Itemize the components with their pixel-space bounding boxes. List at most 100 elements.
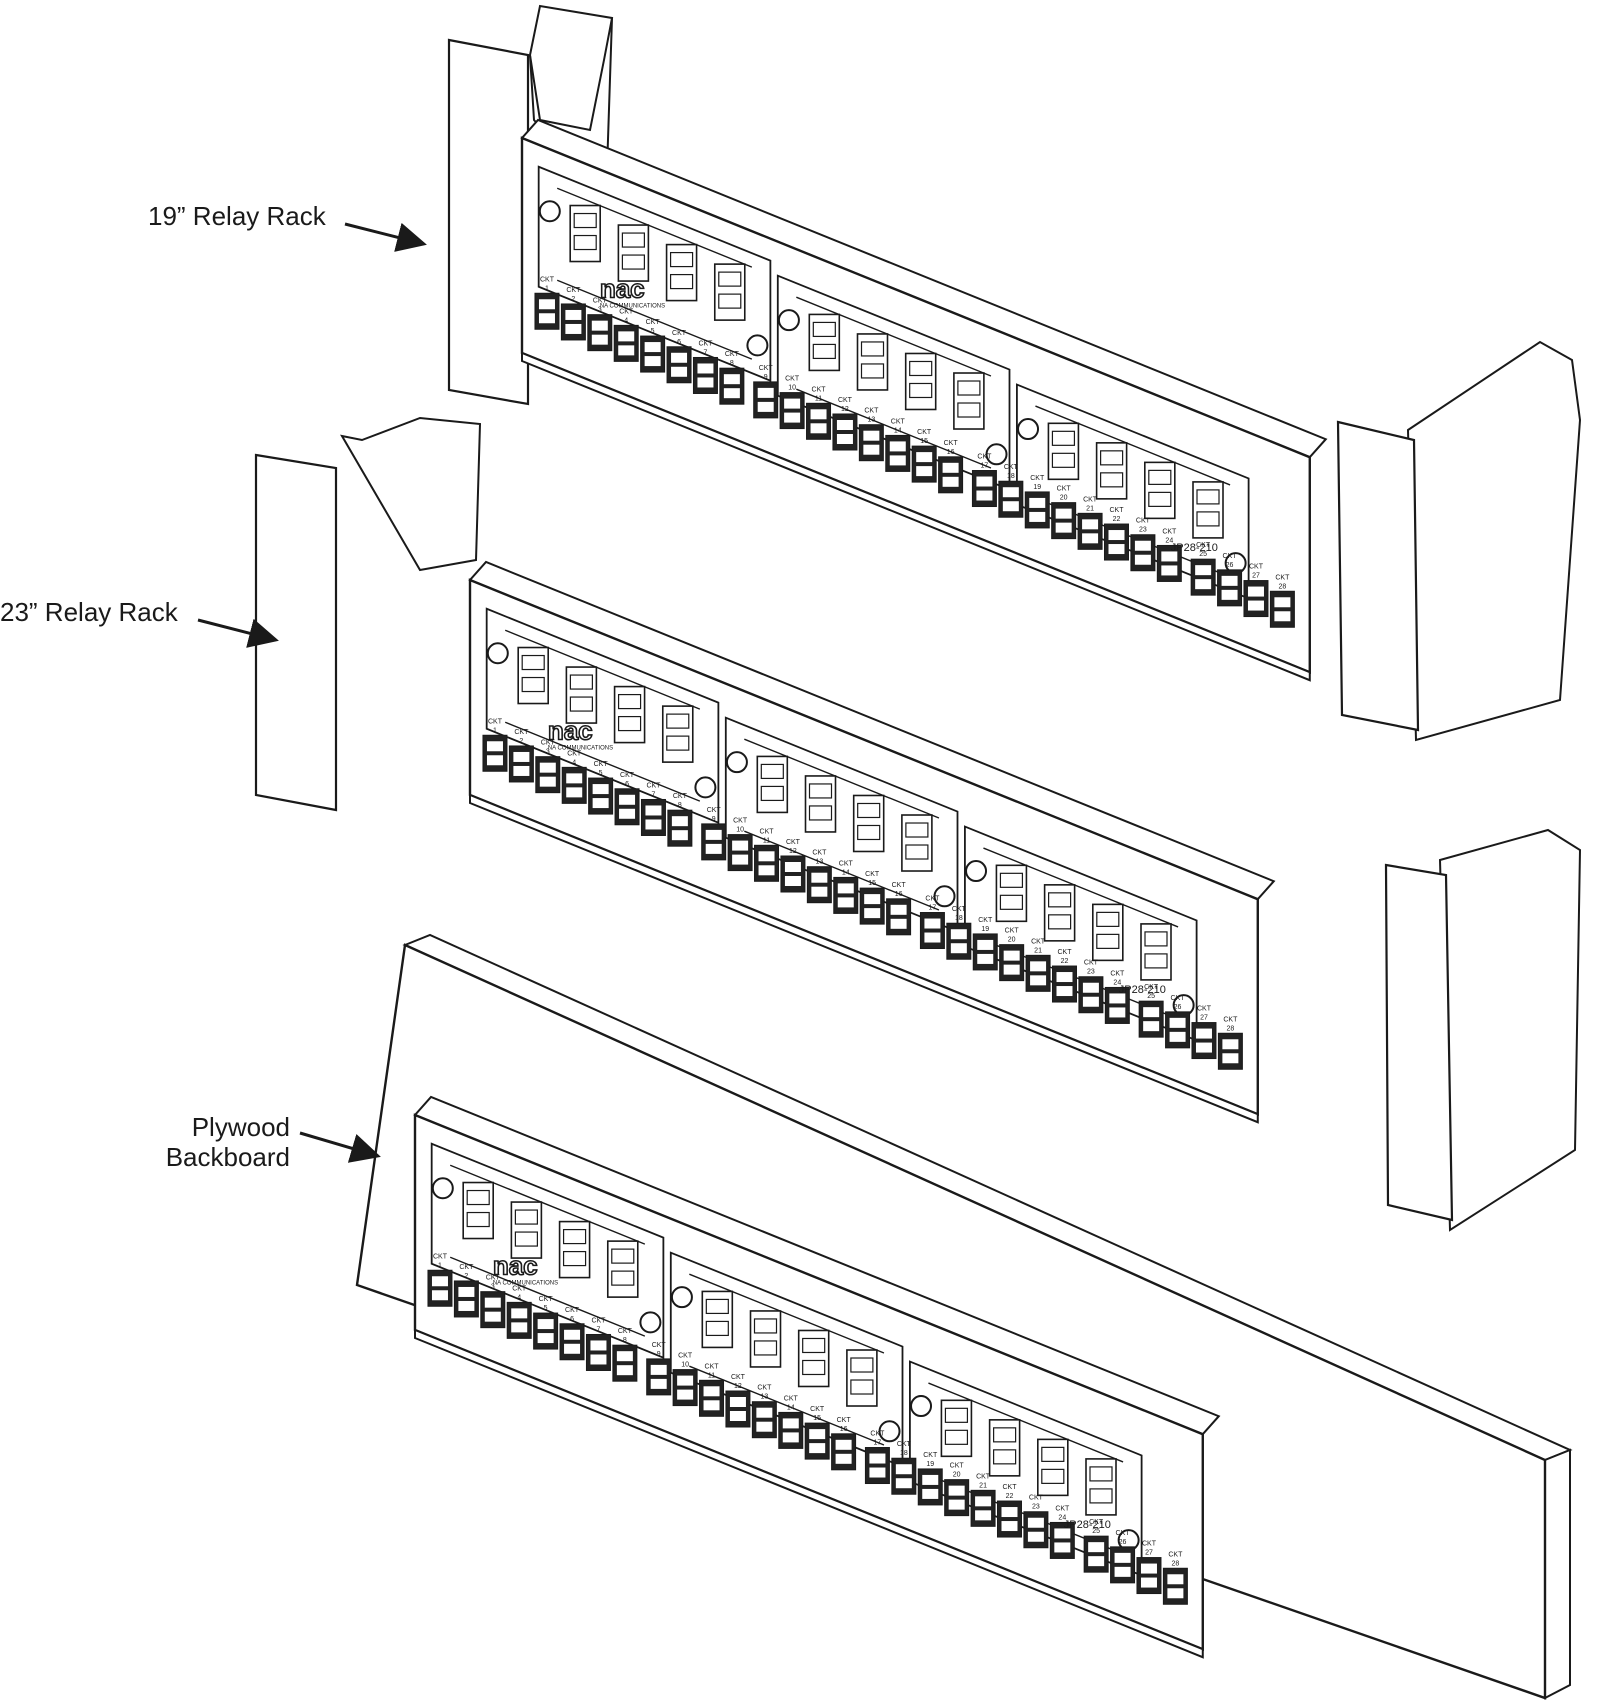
circuit-label: CKT	[838, 397, 853, 404]
circuit-number: 7	[704, 349, 708, 356]
circuit-number: 10	[788, 385, 796, 392]
circuit-label: CKT	[952, 906, 967, 913]
circuit-label: CKT	[1136, 518, 1151, 525]
duplex-adapter	[665, 243, 698, 302]
circuit-number: 28	[1171, 1560, 1179, 1567]
circuit-label: CKT	[705, 1363, 720, 1370]
thumbscrew	[777, 309, 800, 332]
duplex-adapter	[1144, 461, 1176, 520]
model-number: JP28-210	[1171, 542, 1218, 554]
circuit-number: 16	[895, 891, 903, 898]
callout-arrows	[197, 222, 427, 1163]
circuit-label: CKT	[486, 1275, 501, 1282]
relay-rack-19-assembly	[447, 4, 1582, 742]
circuit-label: CKT	[646, 319, 661, 326]
right-rack-rail-back	[1406, 340, 1582, 742]
circuit-number: 12	[841, 406, 849, 413]
circuit-label: CKT	[652, 1342, 667, 1349]
circuit-number: 10	[736, 827, 744, 834]
circuit-label: CKT	[925, 896, 940, 903]
circuit-number: 21	[979, 1482, 987, 1489]
arrow-19-relay-rack	[344, 222, 427, 252]
circuit-number: 7	[652, 791, 656, 798]
circuit-label: CKT	[977, 454, 992, 461]
circuit-terminal: CKT 17	[971, 454, 997, 508]
duplex-adapter	[1095, 442, 1128, 500]
relay-rack-23-assembly	[254, 416, 1582, 1232]
circuit-label: CKT	[541, 740, 556, 747]
circuit-number: 16	[840, 1426, 848, 1433]
circuit-number: 9	[712, 816, 716, 823]
circuit-label: CKT	[618, 1328, 633, 1335]
circuit-number: 20	[953, 1472, 961, 1479]
adapter-plate	[430, 1142, 665, 1359]
circuit-label: CKT	[1029, 1495, 1044, 1502]
circuit-label: CKT	[1142, 1541, 1157, 1548]
circuit-label: CKT	[1197, 1006, 1212, 1013]
circuit-label: CKT	[1005, 928, 1020, 935]
circuit-number: 24	[1113, 979, 1121, 986]
circuit-label: CKT	[594, 761, 609, 768]
circuit-label: CKT	[673, 793, 688, 800]
circuit-label: CKT	[1162, 528, 1177, 535]
circuit-label: CKT	[897, 1441, 912, 1448]
circuit-number: 18	[955, 915, 963, 922]
left-rack-rail-front	[254, 453, 338, 812]
circuit-label: CKT	[810, 1406, 825, 1413]
duplex-adapter	[510, 1201, 543, 1259]
duplex-adapter	[804, 775, 837, 833]
circuit-number: 17	[981, 463, 989, 470]
circuit-number: 18	[900, 1450, 908, 1457]
circuit-label: CKT	[978, 917, 993, 924]
circuit-number: 20	[1008, 937, 1016, 944]
duplex-adapter	[846, 1349, 878, 1407]
circuit-label: CKT	[923, 1452, 938, 1459]
circuit-number: 12	[734, 1383, 742, 1390]
thumbscrew	[910, 1395, 933, 1418]
circuit-number: 25	[1092, 1528, 1100, 1535]
thumbscrew	[1017, 418, 1040, 441]
circuit-label: CKT	[540, 276, 555, 283]
circuit-label: CKT	[839, 860, 854, 867]
duplex-adapter	[749, 1310, 782, 1368]
circuit-number: 5	[599, 770, 603, 777]
circuit-number: 27	[1252, 573, 1260, 580]
duplex-adapter	[1092, 903, 1124, 962]
circuit-label: CKT	[620, 772, 635, 779]
circuit-label: CKT	[1057, 486, 1072, 493]
circuit-label: CKT	[870, 1431, 885, 1438]
circuit-number: 15	[868, 880, 876, 887]
circuit-label: CKT	[864, 408, 879, 415]
duplex-adapter	[1043, 884, 1076, 942]
circuit-label: CKT	[539, 1296, 554, 1303]
circuit-label: CKT	[1116, 1530, 1131, 1537]
circuit-number: 6	[625, 781, 629, 788]
circuit-number: 5	[544, 1305, 548, 1312]
